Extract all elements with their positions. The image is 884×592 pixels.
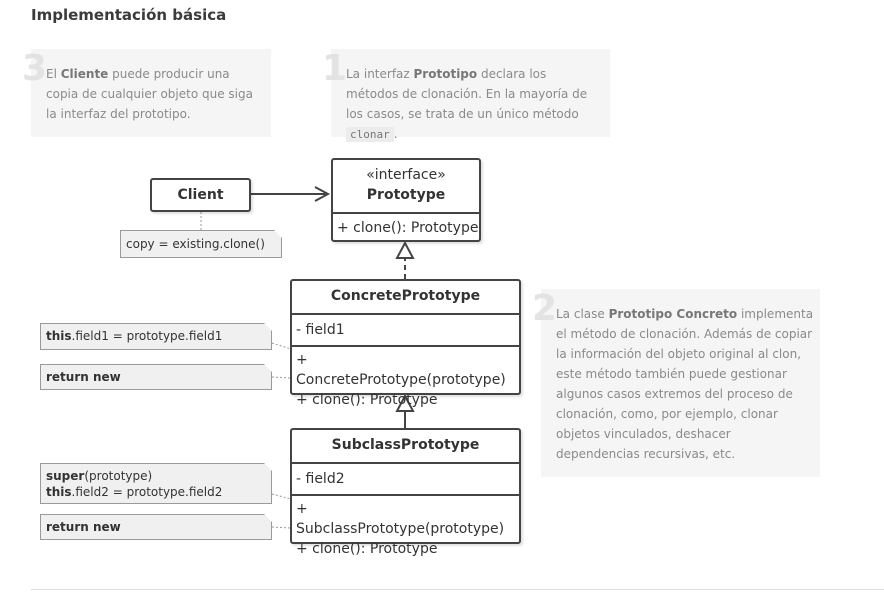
note-text: puede producir una copia de cualquier ob… [46, 67, 253, 121]
concrete-clone-note: return new ConcretePrototype(this) [40, 364, 272, 390]
page-title: Implementación básica [31, 6, 227, 24]
class-name: Client [177, 187, 224, 203]
subclass-prototype-class: SubclassPrototype - field2 + SubclassPro… [290, 428, 521, 557]
note-keyword: Prototipo Concreto [608, 307, 738, 321]
note-link [271, 493, 292, 500]
realization-arrow [395, 240, 415, 259]
note-number: 1 [322, 48, 348, 89]
class-name: Prototype [366, 187, 446, 203]
field: - field2 [296, 471, 345, 487]
note-text: . [393, 127, 398, 141]
prototype-interface: «interface» Prototype + clone(): Prototy… [331, 158, 481, 242]
note-text: La interfaz [346, 67, 414, 81]
note-client: 3 El Cliente puede producir una copia de… [22, 49, 271, 137]
note-text: declara los métodos de clonación. En la … [346, 67, 588, 121]
note-keyword: Prototipo [413, 67, 478, 81]
stereotype-label: «interface» [366, 167, 446, 183]
arrow-head [314, 186, 331, 202]
client-note: copy = existing.clone() [120, 230, 282, 258]
class-name: ConcretePrototype [330, 288, 481, 304]
note-text: La clase [556, 307, 609, 321]
note-number: 2 [532, 288, 558, 329]
concrete-constructor-note: this.field1 = prototype.field1 [40, 323, 272, 350]
method: + SubclassPrototype(prototype) [296, 501, 505, 537]
code-keyword: this [46, 329, 72, 343]
note-concrete: 2 La clase Prototipo Concreto implementa… [532, 289, 820, 477]
code-keyword: super [46, 469, 85, 483]
code-keyword: return new [46, 370, 121, 384]
note-number: 3 [22, 48, 48, 89]
inheritance-arrow [395, 393, 415, 412]
note-link [271, 342, 292, 350]
method: + clone(): Prototype [296, 392, 438, 408]
code-snippet: clonar [346, 127, 394, 142]
code-text: (prototype) [84, 469, 153, 483]
concrete-prototype-class: ConcretePrototype - field1 + ConcretePro… [290, 279, 521, 408]
code-text: .field2 = prototype.field2 [71, 485, 223, 499]
code-line: copy = existing.clone() [126, 237, 265, 251]
note-link [271, 376, 292, 379]
bottom-divider [31, 589, 884, 590]
field: - field1 [296, 322, 345, 338]
note-link [271, 526, 292, 529]
note-text: El [46, 67, 61, 81]
code-text: .field1 = prototype.field1 [71, 329, 223, 343]
code-keyword: return new [46, 520, 121, 534]
subclass-constructor-note: super(prototype) this.field2 = prototype… [40, 463, 272, 504]
subclass-clone-note: return new SubclassPrototype(this) [40, 514, 272, 540]
note-keyword: Cliente [60, 67, 109, 81]
method: + clone(): Prototype [337, 220, 479, 236]
client-class: Client [150, 178, 251, 212]
method: + clone(): Prototype [296, 541, 438, 557]
code-keyword: this [46, 485, 72, 499]
note-interface: 1 La interfaz Prototipo declara los méto… [322, 49, 610, 142]
note-text: implementa el método de clonación. Ademá… [556, 307, 814, 461]
class-name: SubclassPrototype [331, 437, 480, 453]
method: + ConcretePrototype(prototype) [296, 352, 506, 388]
